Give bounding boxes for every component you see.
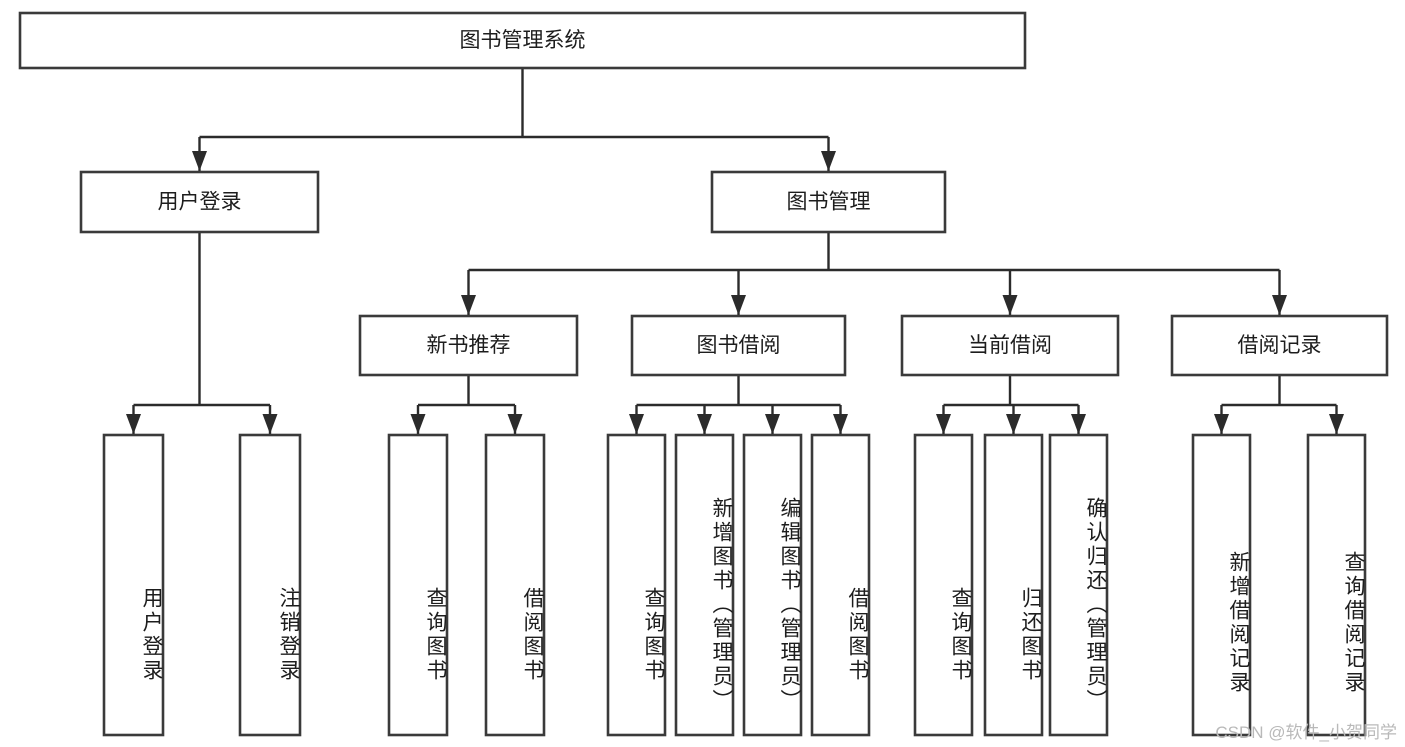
- node-box-root[interactable]: [18, 11, 1027, 70]
- arrow-head-icon: [1002, 295, 1018, 315]
- node-box-book-borrow[interactable]: [630, 314, 847, 377]
- arrow-head-icon: [192, 151, 207, 171]
- node-box-layer: [18, 11, 1389, 737]
- arrow-head-icon: [629, 414, 644, 434]
- node-label-root: 图书管理系统: [460, 29, 586, 52]
- node-label-borrow-record: 借阅记录: [1238, 334, 1322, 357]
- node-box-leaf-add-record[interactable]: [1191, 433, 1252, 737]
- arrow-head-icon: [765, 414, 780, 434]
- node-label-current-borrow: 当前借阅: [968, 334, 1052, 357]
- node-box-leaf-query-book-2[interactable]: [606, 433, 667, 737]
- arrow-head-icon: [697, 414, 712, 434]
- arrow-head-icon: [126, 414, 141, 434]
- node-label-book-borrow: 图书借阅: [697, 334, 781, 357]
- arrow-head-icon: [731, 295, 746, 315]
- node-box-leaf-user-login[interactable]: [102, 433, 165, 737]
- node-box-leaf-borrow-book-2[interactable]: [810, 433, 871, 737]
- arrow-head-icon: [1329, 414, 1344, 434]
- arrow-head-icon: [410, 414, 426, 434]
- arrow-head-icon: [833, 414, 848, 434]
- arrow-head-icon: [1006, 414, 1021, 434]
- arrow-head-icon: [936, 414, 951, 434]
- node-box-leaf-edit-book[interactable]: [742, 433, 803, 737]
- arrow-head-icon: [1214, 414, 1229, 434]
- arrow-head-icon: [821, 151, 836, 171]
- arrow-head-icon: [262, 414, 278, 434]
- connector-layer: [126, 68, 1344, 434]
- node-box-leaf-user-logout[interactable]: [238, 433, 302, 737]
- node-label-book-manage: 图书管理: [787, 191, 871, 214]
- arrow-head-icon: [1071, 414, 1086, 434]
- node-box-current-borrow[interactable]: [900, 314, 1120, 377]
- node-box-leaf-query-record[interactable]: [1306, 433, 1367, 737]
- node-box-borrow-record[interactable]: [1170, 314, 1389, 377]
- arrow-head-icon: [461, 295, 476, 315]
- node-label-user-login: 用户登录: [158, 191, 242, 214]
- arrow-head-icon: [507, 414, 523, 434]
- node-label-new-book-recommend: 新书推荐: [427, 334, 511, 357]
- arrow-head-icon: [1272, 295, 1287, 315]
- node-box-leaf-confirm-return[interactable]: [1048, 433, 1109, 737]
- node-box-leaf-query-book-3[interactable]: [913, 433, 974, 737]
- node-box-leaf-query-book-1[interactable]: [387, 433, 449, 737]
- watermark-text: CSDN @软件_小贺同学: [1215, 723, 1397, 742]
- node-box-leaf-borrow-book-1[interactable]: [484, 433, 546, 737]
- node-box-leaf-return-book[interactable]: [983, 433, 1044, 737]
- node-box-new-book-recommend[interactable]: [358, 314, 579, 377]
- node-box-leaf-add-book[interactable]: [674, 433, 735, 737]
- node-box-book-manage[interactable]: [710, 170, 947, 234]
- node-box-user-login[interactable]: [79, 170, 320, 234]
